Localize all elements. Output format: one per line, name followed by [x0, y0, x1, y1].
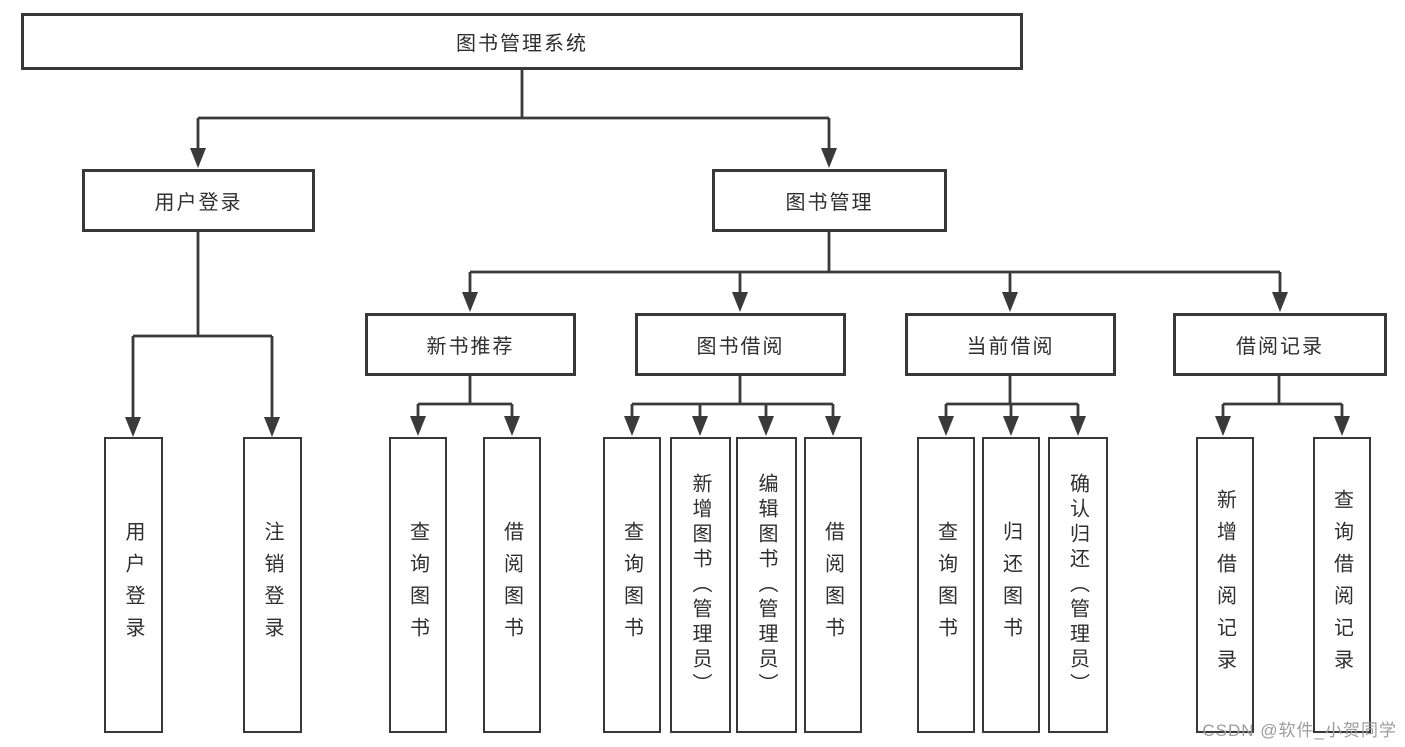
leaf-logout: 注销登录: [243, 437, 302, 733]
leaf-query-books-borrow: 查询图书: [603, 437, 661, 733]
connector-user-login: [131, 232, 274, 420]
csdn-watermark: CSDN @软件_小贺同学: [1202, 721, 1397, 740]
node-book-management: 图书管理: [712, 169, 947, 232]
node-user-login: 用户登录: [82, 169, 315, 232]
leaf-borrow-books-recommend: 借阅图书: [483, 437, 541, 733]
node-borrow-records: 借阅记录: [1173, 313, 1387, 376]
node-new-book-recommend: 新书推荐: [365, 313, 576, 376]
node-book-borrow: 图书借阅: [635, 313, 846, 376]
leaf-return-book: 归还图书: [982, 437, 1040, 733]
leaf-confirm-return-admin: 确认归还（管理员）: [1048, 437, 1108, 733]
arrowheads: [125, 148, 1350, 437]
node-library-management-system: 图书管理系统: [21, 13, 1023, 70]
connector-new-book: [416, 376, 514, 420]
leaf-query-borrow-record: 查询借阅记录: [1313, 437, 1371, 733]
leaf-user-login: 用户登录: [104, 437, 163, 733]
leaf-add-borrow-record: 新增借阅记录: [1196, 437, 1254, 733]
connector-book-mgmt: [468, 232, 1282, 295]
leaf-add-book-admin: 新增图书（管理员）: [670, 437, 731, 733]
leaf-edit-book-admin: 编辑图书（管理员）: [736, 437, 797, 733]
connector-borrow-records: [1221, 376, 1344, 420]
leaf-query-books-recommend: 查询图书: [389, 437, 447, 733]
leaf-query-books-current: 查询图书: [917, 437, 975, 733]
connector-book-borrow: [630, 376, 835, 420]
connector-root: [196, 70, 831, 152]
node-current-borrow: 当前借阅: [905, 313, 1116, 376]
leaf-borrow-books: 借阅图书: [804, 437, 862, 733]
connector-current-borrow: [944, 376, 1080, 420]
